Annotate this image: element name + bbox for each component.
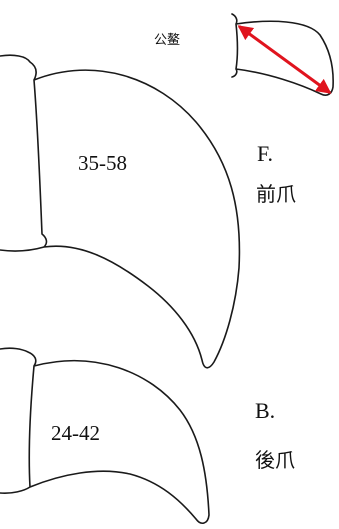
legend-claw: 公鳌 [154,14,333,95]
legend-label: 公鳌 [154,32,180,48]
front-claw-name: 前爪 [256,182,296,206]
rear-claw: 24-42 [0,348,209,523]
front-claw-outline [0,55,239,368]
front-claw-letter: F. [257,141,273,166]
front-claw-range: 35-58 [78,151,127,175]
front-claw: 35-58 [0,55,239,368]
rear-claw-range: 24-42 [51,421,100,445]
legend-measure-arrow [240,27,329,92]
rear-claw-outline [0,348,209,523]
rear-claw-name: 後爪 [255,448,295,472]
rear-claw-letter: B. [255,398,275,423]
